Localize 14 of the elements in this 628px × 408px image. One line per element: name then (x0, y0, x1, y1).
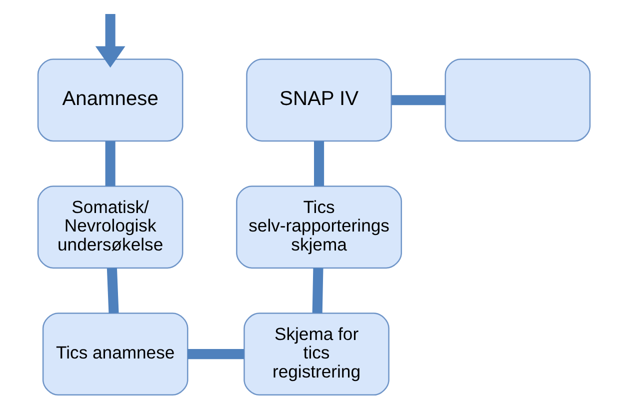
arrow (95, 14, 126, 68)
connector (188, 349, 244, 360)
connector (392, 95, 446, 106)
node-box (444, 58, 591, 142)
node-box: Skjema for tics registrering (244, 312, 390, 396)
node-box: SNAP IV (246, 58, 392, 142)
connector (106, 268, 119, 314)
node-box: Somatisk/ Nevrologisk undersøkelse (37, 186, 184, 269)
connector (312, 268, 324, 314)
connector (105, 141, 116, 186)
node-box: Tics anamnese (42, 312, 188, 396)
node-box: Tics selv-rapporterings skjema (236, 186, 402, 269)
node-box: Anamnese (37, 58, 184, 142)
connector (314, 141, 324, 186)
